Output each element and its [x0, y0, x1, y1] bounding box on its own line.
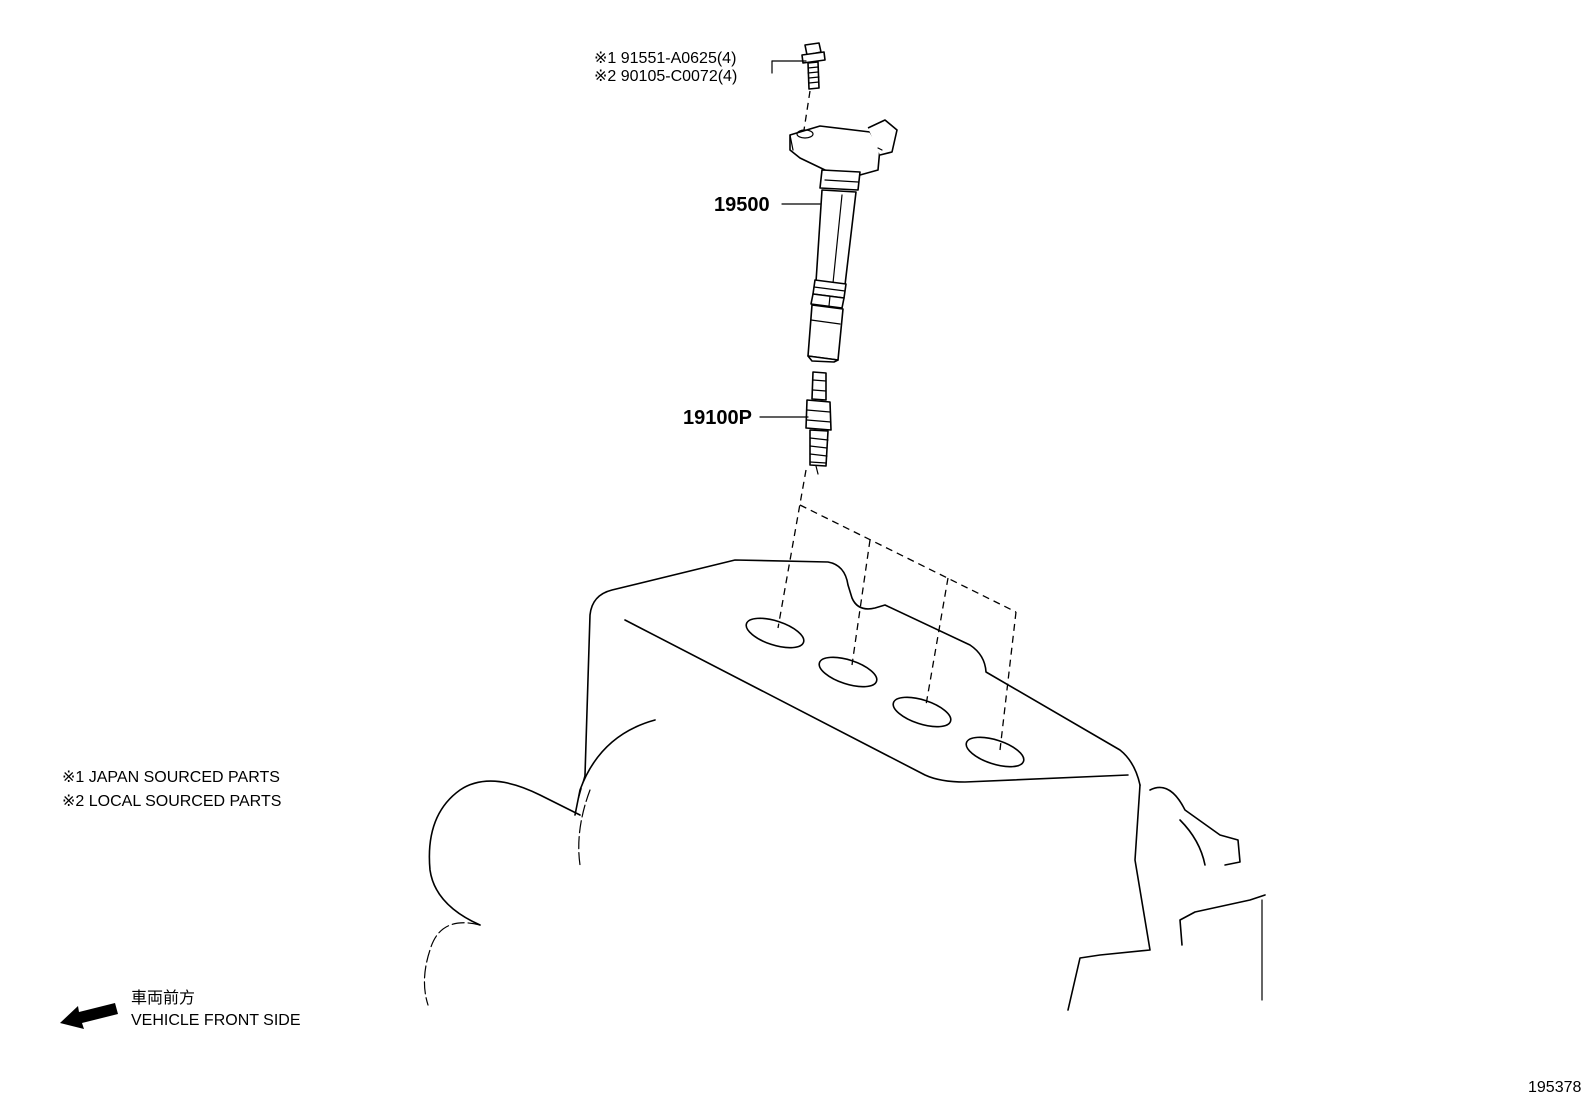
note-local-sourced: ※2 LOCAL SOURCED PARTS [62, 793, 281, 810]
vehicle-front-label-jp: 車両前方 [131, 989, 195, 1007]
spark-plug-part-number: 19100P [683, 407, 752, 429]
bolt-local-part-number: ※2 90105-C0072(4) [594, 68, 737, 85]
installation-guide-lines [777, 90, 1017, 751]
spark-plug-icon [805, 371, 832, 475]
bolt-japan-part-number: ※1 91551-A0625(4) [594, 50, 736, 67]
vehicle-front-label-en: VEHICLE FRONT SIDE [131, 1012, 301, 1029]
ignition-coil-part-number: 19500 [714, 194, 770, 216]
ignition-coil-icon [789, 119, 898, 363]
note-japan-sourced: ※1 JAPAN SOURCED PARTS [62, 769, 280, 786]
bolt-icon [801, 42, 826, 90]
engine-block [423, 559, 1266, 1011]
figure-number: 195378 [1528, 1079, 1581, 1096]
vehicle-front-arrow-icon [60, 1003, 118, 1029]
leader-lines [759, 60, 821, 418]
